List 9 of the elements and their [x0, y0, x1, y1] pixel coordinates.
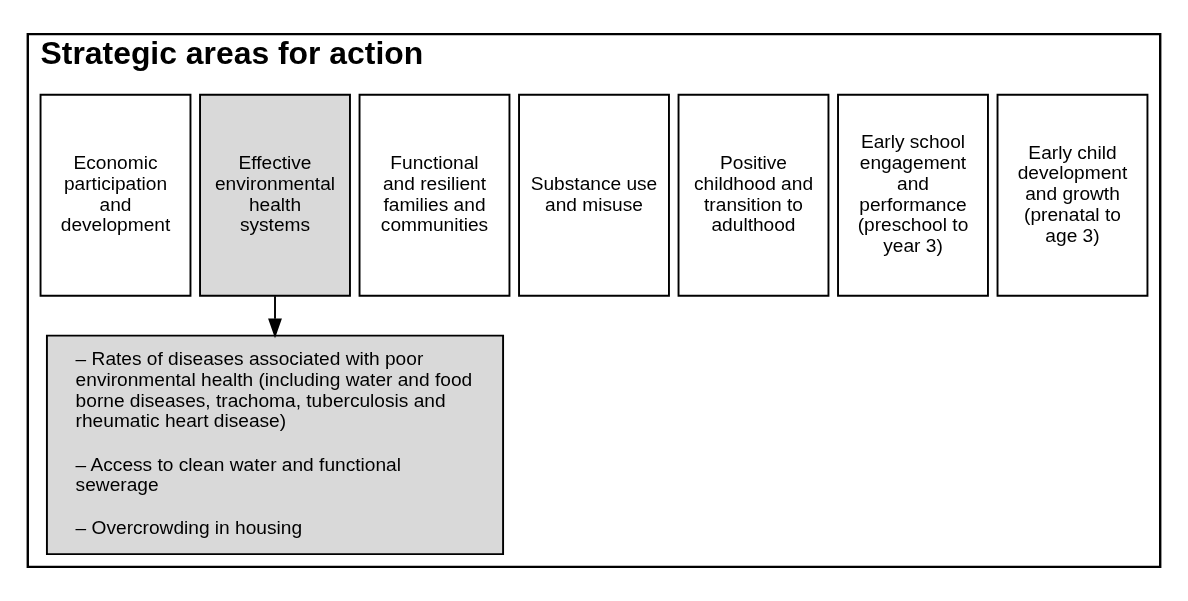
arrow	[268, 295, 282, 339]
node-box: Substance use and misuse	[518, 93, 670, 297]
node-box: Early school engagement and performance (preschool to year 3)	[837, 93, 989, 297]
node-box: Economic participation and development	[39, 93, 192, 297]
node-box: Positive childhood and transition to adulthood	[677, 93, 830, 297]
node-box: Functional and resilient families and communities	[358, 93, 511, 297]
node-box: – Rates of diseases associated with poor environmental health (including water and food borne diseases, trachoma, tuberculosis and rheumatic heart disease) – Access to clean water and functional sewerage – Overcrowding in housing	[45, 334, 505, 556]
node-box: Effective environmental health systems	[199, 93, 351, 297]
node-box: Early child development and growth (prenatal to age 3)	[996, 93, 1149, 297]
